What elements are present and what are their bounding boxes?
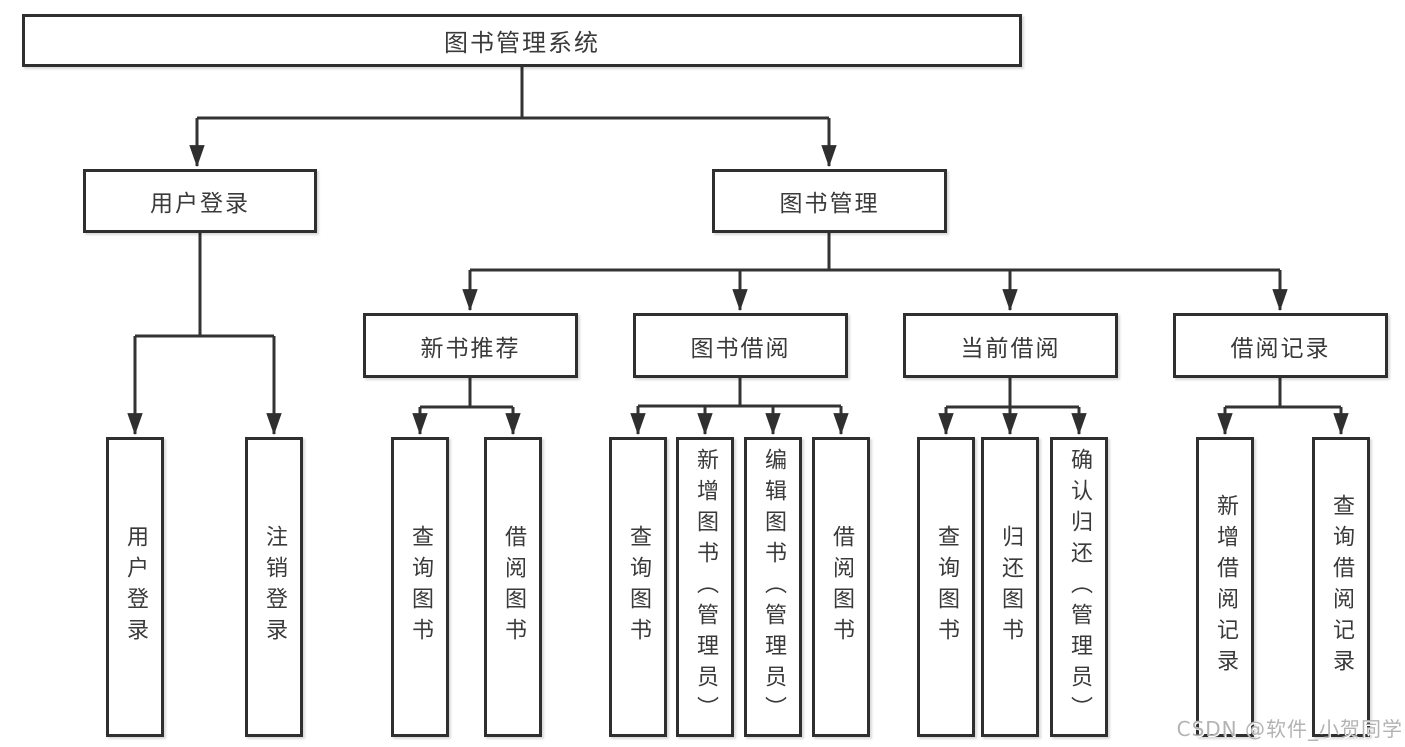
node-current-borrowing-label: 当前借阅: [960, 335, 1061, 362]
node-book-management: 图书管理: [712, 169, 947, 233]
leaf-edit-books-admin-label: 编辑图书（管理员）: [761, 447, 786, 727]
leaf-newbook-query-books: 查询图书: [391, 437, 449, 737]
node-new-book-recommendation: 新书推荐: [363, 313, 578, 378]
node-new-book-recommendation-label: 新书推荐: [420, 335, 521, 362]
leaf-confirm-return-admin-label: 确认归还（管理员）: [1067, 447, 1092, 727]
node-book-borrowing-label: 图书借阅: [690, 335, 791, 362]
csdn-watermark: CSDN @软件_小贺同学: [1176, 717, 1403, 741]
leaf-user-login: 用户登录: [106, 437, 164, 737]
leaf-user-login-label: 用户登录: [123, 525, 148, 649]
leaf-borrow-books: 借阅图书: [812, 437, 870, 737]
leaf-add-borrow-record-label: 新增借阅记录: [1213, 494, 1238, 680]
node-borrowing-record-label: 借阅记录: [1230, 335, 1331, 362]
node-root: 图书管理系统: [22, 14, 1022, 67]
leaf-query-borrow-record-label: 查询借阅记录: [1329, 494, 1354, 680]
leaf-logout: 注销登录: [245, 437, 303, 737]
leaf-edit-books-admin: 编辑图书（管理员）: [744, 437, 802, 737]
leaf-borrow-query-books: 查询图书: [609, 437, 667, 737]
leaf-newbook-query-books-label: 查询图书: [408, 525, 433, 649]
leaf-add-borrow-record: 新增借阅记录: [1196, 437, 1254, 737]
node-current-borrowing: 当前借阅: [903, 313, 1118, 378]
node-root-label: 图书管理系统: [444, 29, 600, 57]
leaf-add-books-admin: 新增图书（管理员）: [676, 437, 734, 737]
leaf-newbook-borrow-books-label: 借阅图书: [501, 525, 526, 649]
leaf-newbook-borrow-books: 借阅图书: [484, 437, 542, 737]
node-user-login: 用户登录: [83, 169, 317, 233]
node-book-management-label: 图书管理: [779, 191, 880, 217]
leaf-query-borrow-record: 查询借阅记录: [1312, 437, 1370, 737]
leaf-current-query-books: 查询图书: [917, 437, 975, 737]
leaf-return-books: 归还图书: [981, 437, 1039, 737]
leaf-return-books-label: 归还图书: [998, 525, 1023, 649]
leaf-borrow-query-books-label: 查询图书: [626, 525, 651, 649]
leaf-add-books-admin-label: 新增图书（管理员）: [693, 447, 718, 727]
leaf-current-query-books-label: 查询图书: [934, 525, 959, 649]
leaf-logout-label: 注销登录: [262, 525, 287, 649]
node-borrowing-record: 借阅记录: [1173, 313, 1388, 378]
node-book-borrowing: 图书借阅: [633, 313, 848, 378]
leaf-confirm-return-admin: 确认归还（管理员）: [1050, 437, 1108, 737]
node-user-login-label: 用户登录: [150, 191, 250, 217]
leaf-borrow-books-label: 借阅图书: [829, 525, 854, 649]
